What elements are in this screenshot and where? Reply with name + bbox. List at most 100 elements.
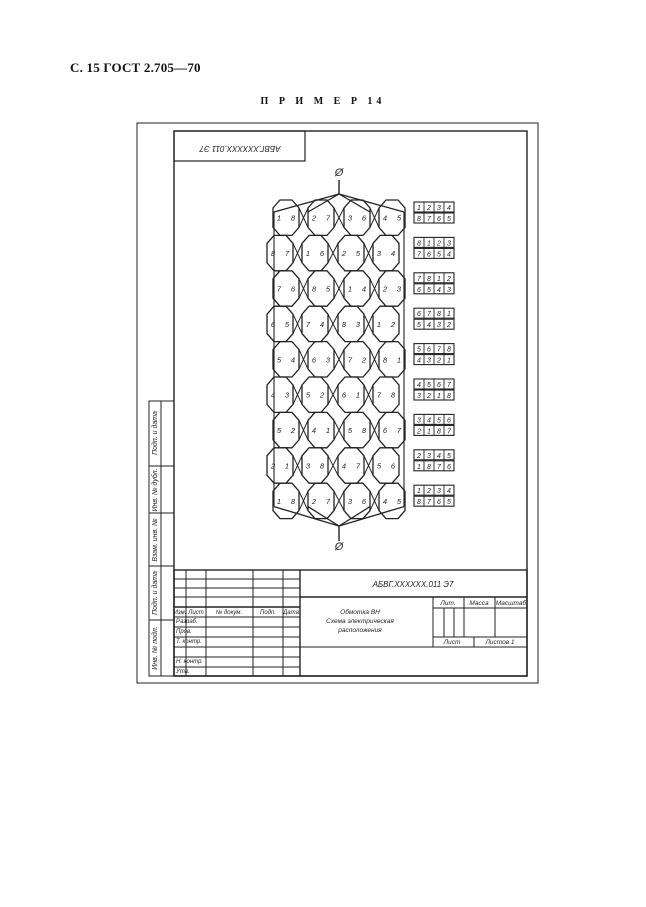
coil-label: 7 [348, 355, 353, 364]
coil-label: 5 [277, 426, 282, 435]
number-cell: 2 [426, 393, 431, 400]
coil-label: 8 [312, 285, 317, 294]
coil-label: 2 [361, 355, 367, 364]
coil-label: 4 [342, 462, 346, 471]
winding-coil [378, 199, 406, 237]
number-cell: 6 [447, 464, 451, 471]
coil-label: 8 [271, 249, 276, 258]
number-cell: 7 [427, 216, 432, 223]
number-cell: 8 [447, 393, 451, 400]
coil-label: 4 [383, 497, 387, 506]
number-cell: 4 [417, 382, 421, 389]
coil-label: 4 [312, 426, 316, 435]
cross-link [363, 243, 374, 264]
number-cell: 3 [417, 393, 421, 400]
winding-coil [307, 411, 335, 449]
number-cell: 7 [437, 347, 442, 354]
number-cell: 4 [427, 417, 431, 424]
sheet-label: Лист [443, 639, 461, 646]
coil-label: 6 [391, 462, 396, 471]
number-cell: 5 [417, 347, 421, 354]
winding-coil [378, 411, 406, 449]
number-cell: 8 [437, 428, 441, 435]
coil-label: 5 [356, 249, 361, 258]
cross-link [369, 420, 380, 441]
winding-coil [343, 340, 371, 378]
cross-link [298, 490, 309, 511]
coil-label: 3 [326, 355, 331, 364]
fan-top [273, 193, 340, 213]
number-cell: 7 [417, 276, 422, 283]
number-cell: 5 [437, 417, 441, 424]
cross-link [333, 207, 345, 228]
number-cell: 4 [427, 322, 431, 329]
coil-label: 6 [362, 497, 367, 506]
row-label: Пров. [176, 629, 192, 635]
number-cell: 2 [436, 240, 441, 247]
cross-link [298, 207, 309, 228]
coil-label: 3 [356, 320, 361, 329]
coil-label: 5 [326, 285, 331, 294]
number-cell: 5 [447, 453, 451, 460]
coil-label: 7 [326, 214, 331, 223]
side-label: Подп. и дата [151, 571, 159, 615]
coil-label: 7 [326, 497, 331, 506]
coil-label: 2 [341, 249, 347, 258]
number-cell: 8 [417, 216, 421, 223]
winding-coil [343, 411, 371, 449]
coil-label: 2 [290, 426, 296, 435]
number-cell: 1 [427, 428, 431, 435]
number-cell: 8 [427, 464, 431, 471]
coil-label: 8 [291, 214, 296, 223]
col-header: Изм. [174, 610, 187, 616]
terminal-top: Ø [334, 167, 345, 179]
number-cell: 6 [427, 347, 431, 354]
cross-link [369, 490, 380, 511]
winding-coil [378, 482, 406, 520]
coil-label: 8 [391, 391, 396, 400]
winding-coil [272, 340, 300, 378]
coil-label: 5 [397, 214, 402, 223]
cross-link [327, 243, 339, 264]
side-label: Подп. и дата [151, 411, 159, 455]
cross-link [327, 455, 339, 476]
coil-label: 6 [312, 355, 317, 364]
coil-label: 6 [383, 426, 388, 435]
coil-label: 2 [319, 391, 325, 400]
coil-label: 8 [362, 426, 367, 435]
coil-label: 4 [383, 214, 387, 223]
row-label: Утв. [175, 669, 190, 675]
number-cell: 1 [447, 358, 451, 365]
winding-coil [307, 270, 335, 307]
number-cell: 4 [447, 251, 451, 258]
winding-coil [343, 270, 371, 307]
coil-label: 2 [382, 285, 388, 294]
coil-label: 7 [285, 249, 290, 258]
title-block [173, 569, 528, 677]
fan-bottom [338, 506, 371, 527]
cross-link [333, 420, 345, 441]
coil-label: 8 [342, 320, 347, 329]
coil-label: 6 [342, 391, 347, 400]
row-label: Разраб. [176, 619, 198, 625]
winding-coil [307, 340, 335, 378]
coil-label: 6 [320, 249, 325, 258]
number-cell: 2 [416, 453, 421, 460]
coil-label: 6 [291, 285, 296, 294]
coil-label: 5 [348, 426, 353, 435]
fan-top [338, 193, 405, 213]
number-cell: 7 [447, 382, 452, 389]
coil-label: 7 [397, 426, 402, 435]
cross-link [327, 384, 339, 405]
number-cell: 6 [437, 499, 441, 506]
name-line: расположения [337, 627, 382, 634]
number-cell: 8 [417, 240, 421, 247]
scale-label: Масштаб [496, 599, 527, 607]
cross-link [292, 455, 303, 476]
coil-label: 7 [277, 285, 282, 294]
number-cell: 2 [436, 358, 441, 365]
coil-label: 5 [277, 355, 282, 364]
cross-link [363, 313, 374, 334]
number-cell: 6 [437, 216, 441, 223]
